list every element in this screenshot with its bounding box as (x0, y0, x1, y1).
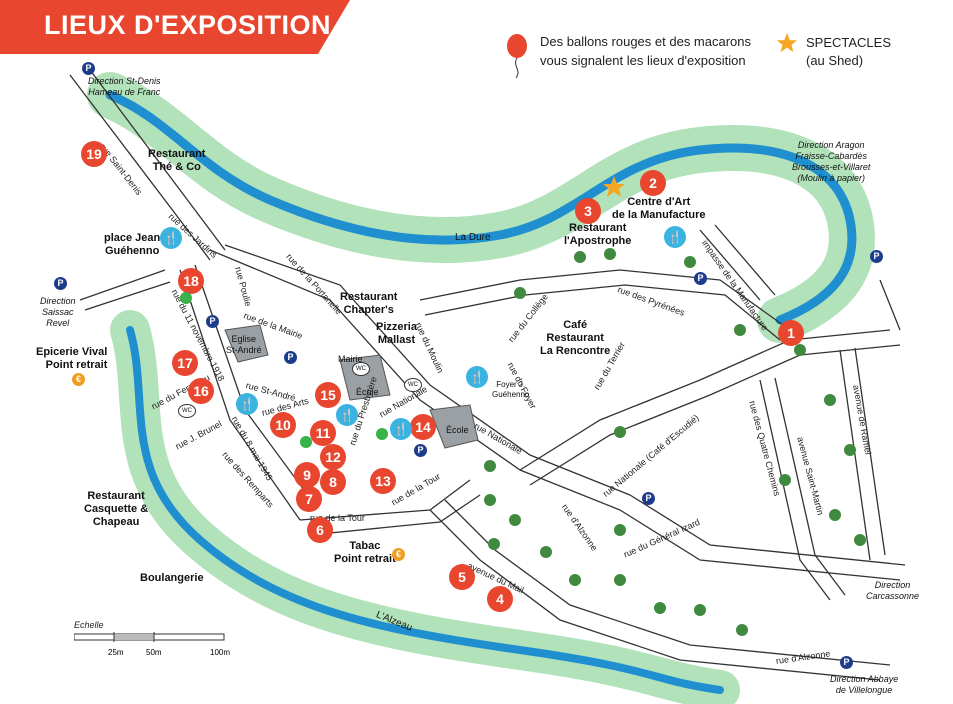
label-ecole-1: École (356, 387, 379, 397)
marker-2[interactable]: 2 (640, 170, 666, 196)
marker-14[interactable]: 14 (410, 414, 436, 440)
parking-icon: P (642, 492, 655, 505)
star-spectacles-icon (603, 176, 625, 197)
trees (484, 248, 866, 636)
star-icon (776, 32, 798, 53)
legend-spectacles-line1: SPECTACLES (806, 35, 892, 50)
scale-50m: 50m (146, 648, 162, 657)
parking-icon: P (82, 62, 95, 75)
marker-13[interactable]: 13 (370, 468, 396, 494)
legend-balloons: Des ballons rouges et des macarons vous … (540, 32, 751, 70)
green-dot-tabac (376, 428, 388, 440)
restaurant-icon-apostrophe[interactable]: 🍴 (664, 226, 686, 248)
scale-100m: 100m (210, 648, 231, 657)
label-boulangerie: Boulangerie (140, 572, 204, 584)
legend-balloons-line1: Des ballons rouges et des macarons (540, 34, 752, 49)
euro-icon: € (72, 373, 85, 386)
marker-8[interactable]: 8 (320, 469, 346, 495)
green-dot-boulangerie (300, 436, 312, 448)
marker-10[interactable]: 10 (270, 412, 296, 438)
restaurant-icon-the-co[interactable]: 🍴 (160, 227, 182, 249)
title-banner (0, 0, 350, 54)
scale-25m: 25m (108, 648, 124, 657)
legend-spectacles-line2: (au Shed) (806, 53, 864, 68)
marker-9[interactable]: 9 (294, 462, 320, 488)
street-tour-1: rue de la Tour (310, 513, 365, 523)
marker-19[interactable]: 19 (81, 141, 107, 167)
marker-15[interactable]: 15 (315, 382, 341, 408)
restaurant-icon-chapters[interactable]: 🍴 (336, 404, 358, 426)
marker-18[interactable]: 18 (178, 268, 204, 294)
marker-7[interactable]: 7 (296, 486, 322, 512)
red-balloon-icon (507, 34, 527, 78)
restaurant-icon-casquette[interactable]: 🍴 (236, 393, 258, 415)
parking-icon: P (54, 277, 67, 290)
label-foyer: Foyer J.Guéhenno (492, 380, 530, 399)
legend-spectacles: SPECTACLES (au Shed) (806, 34, 891, 70)
wc-icon: WC (178, 404, 196, 418)
wc-icon: WC (352, 362, 370, 376)
label-mairie: Mairie (338, 354, 363, 364)
marker-12[interactable]: 12 (320, 444, 346, 470)
scale-graphic (73, 632, 225, 642)
marker-1[interactable]: 1 (778, 320, 804, 346)
wc-icon: WC (404, 378, 422, 392)
parking-icon: P (284, 351, 297, 364)
parking-icon: P (840, 656, 853, 669)
legend-balloons-line2: vous signalent les lieux d'exposition (540, 53, 746, 68)
marker-17[interactable]: 17 (172, 350, 198, 376)
restaurant-icon-pizzeria[interactable]: 🍴 (390, 418, 412, 440)
river-alzeau (110, 310, 740, 704)
parking-icon: P (206, 315, 219, 328)
road-network (69, 69, 906, 681)
marker-11[interactable]: 11 (310, 420, 336, 446)
green-dot-epicerie (180, 292, 192, 304)
label-ecole-2: École (446, 425, 469, 435)
euro-icon: € (392, 548, 405, 561)
scale-title: Echelle (74, 620, 104, 630)
marker-3[interactable]: 3 (575, 198, 601, 224)
parking-icon: P (694, 272, 707, 285)
page-title: LIEUX D'EXPOSITION (44, 10, 331, 40)
marker-6[interactable]: 6 (307, 517, 333, 543)
marker-5[interactable]: 5 (449, 564, 475, 590)
marker-4[interactable]: 4 (487, 586, 513, 612)
label-la-dure: La Dure (455, 232, 491, 243)
marker-16[interactable]: 16 (188, 378, 214, 404)
parking-icon: P (414, 444, 427, 457)
restaurant-icon-rencontre[interactable]: 🍴 (466, 366, 488, 388)
scale-bar: Echelle 25m 50m 100m (73, 620, 234, 657)
parking-icon: P (870, 250, 883, 263)
